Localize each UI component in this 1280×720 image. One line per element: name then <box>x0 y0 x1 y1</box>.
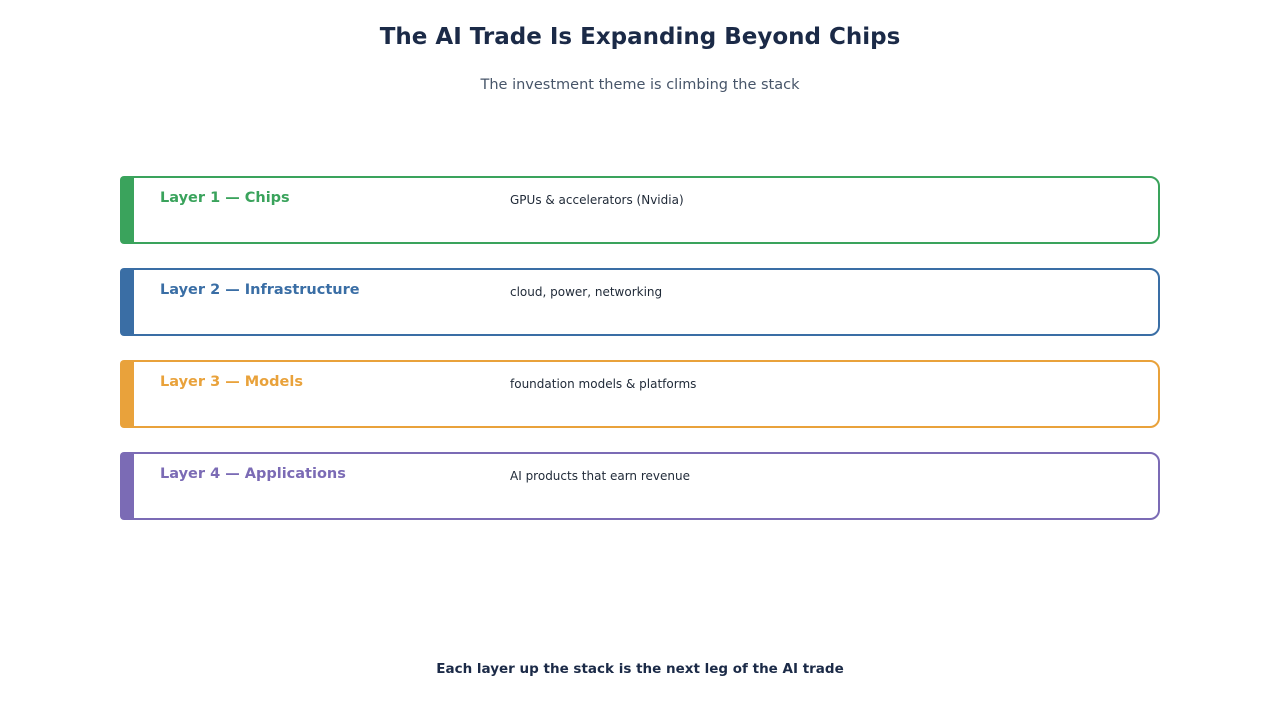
layer-accent-bar <box>120 452 134 520</box>
diagram-footer: Each layer up the stack is the next leg … <box>436 661 844 677</box>
diagram-title: The AI Trade Is Expanding Beyond Chips <box>379 24 901 50</box>
layer-card-chips: Layer 1 — Chips GPUs & accelerators (Nvi… <box>120 176 1160 244</box>
layer-label: Layer 2 — Infrastructure <box>160 282 360 298</box>
layer-card-applications: Layer 4 — Applications AI products that … <box>120 452 1160 520</box>
layer-accent-bar <box>120 360 134 428</box>
layer-description: foundation models & platforms <box>510 377 697 391</box>
layer-label: Layer 1 — Chips <box>160 190 290 206</box>
layer-label: Layer 4 — Applications <box>160 466 346 482</box>
layer-description: AI products that earn revenue <box>510 469 690 483</box>
layer-accent-bar <box>120 176 134 244</box>
layer-label: Layer 3 — Models <box>160 374 303 390</box>
layer-card-models: Layer 3 — Models foundation models & pla… <box>120 360 1160 428</box>
layer-accent-bar <box>120 268 134 336</box>
layer-description: GPUs & accelerators (Nvidia) <box>510 193 684 207</box>
diagram-subtitle: The investment theme is climbing the sta… <box>480 77 800 93</box>
layer-stack: Layer 1 — Chips GPUs & accelerators (Nvi… <box>120 176 1160 544</box>
layer-description: cloud, power, networking <box>510 285 663 299</box>
layer-card-infrastructure: Layer 2 — Infrastructure cloud, power, n… <box>120 268 1160 336</box>
